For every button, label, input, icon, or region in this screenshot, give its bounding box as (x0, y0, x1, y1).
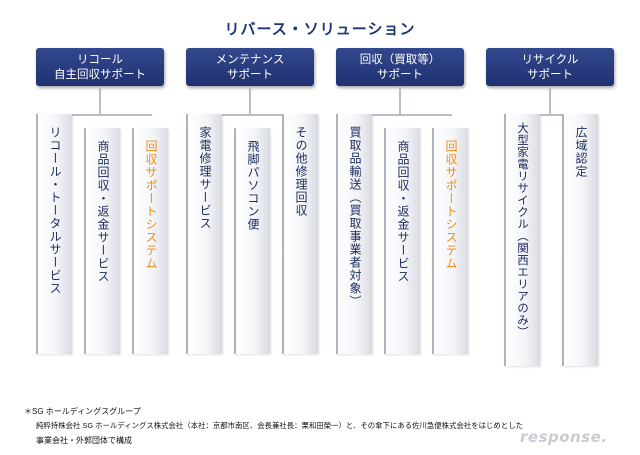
service-card: 買取品輸送（買取事業者対象） (336, 114, 372, 354)
service-label-highlight: 回収サポートシステム (144, 140, 158, 270)
service-label: 商品回収・返金サービス (396, 140, 410, 283)
header-line-2: 自主回収サポート (54, 67, 146, 81)
service-label: 大型家電リサイクル（関西エリアのみ） (516, 122, 530, 338)
connector-trunk (399, 86, 401, 114)
service-card: 回収サポートシステム (132, 128, 168, 354)
service-card: リコール・トータルサービス (36, 114, 72, 354)
service-card: 家電修理サービス (186, 114, 222, 354)
service-label: リコール・トータルサービス (48, 126, 62, 295)
connector-bar (36, 114, 152, 116)
service-label-highlight: 回収サポートシステム (444, 140, 458, 270)
service-label: 家電修理サービス (198, 126, 212, 230)
service-card: 回収サポートシステム (432, 128, 468, 354)
connector-bar (186, 114, 302, 116)
group-header: 回収（買取等） サポート (336, 48, 464, 86)
service-label: 買取品輸送（買取事業者対象） (348, 126, 362, 308)
header-line-1: 回収（買取等） (359, 52, 441, 66)
group-header: リコール 自主回収サポート (36, 48, 164, 86)
service-card: 大型家電リサイクル（関西エリアのみ） (504, 114, 540, 366)
diagram-title: リバース・ソリューション (224, 20, 416, 38)
response-watermark: response. (520, 428, 608, 446)
service-card: 商品回収・返金サービス (384, 128, 420, 354)
service-card: 商品回収・返金サービス (84, 128, 120, 354)
service-card: 広域認定 (562, 114, 598, 366)
footnote-line-2: 事業会社・外郭団体で構成 (36, 436, 132, 445)
connector-bar (504, 114, 578, 116)
connector-trunk (549, 86, 551, 114)
service-label: 飛脚パソコン便 (246, 140, 260, 231)
header-line-2: サポート (377, 67, 423, 81)
header-line-1: リコール (77, 52, 123, 66)
footnote-heading: ＊SG ホールディングスグループ (24, 407, 141, 416)
connector-trunk (249, 86, 251, 114)
header-line-2: サポート (527, 67, 573, 81)
service-card: 飛脚パソコン便 (234, 128, 270, 354)
group-header: メンテナンス サポート (186, 48, 314, 86)
footnote-line-1: 純粋持株会社 SG ホールディングス株式会社（本社：京都市南区、会長兼社長：栗和… (36, 421, 523, 430)
service-card: その他修理回収 (282, 114, 318, 354)
connector-bar (336, 114, 452, 116)
service-label: 広域認定 (574, 126, 588, 178)
group-header: リサイクル サポート (486, 48, 614, 86)
service-label: 商品回収・返金サービス (96, 140, 110, 283)
connector-trunk (99, 86, 101, 114)
header-line-1: メンテナンス (215, 52, 285, 66)
service-label: その他修理回収 (294, 126, 308, 217)
header-line-2: サポート (227, 67, 273, 81)
header-line-1: リサイクル (521, 52, 579, 66)
